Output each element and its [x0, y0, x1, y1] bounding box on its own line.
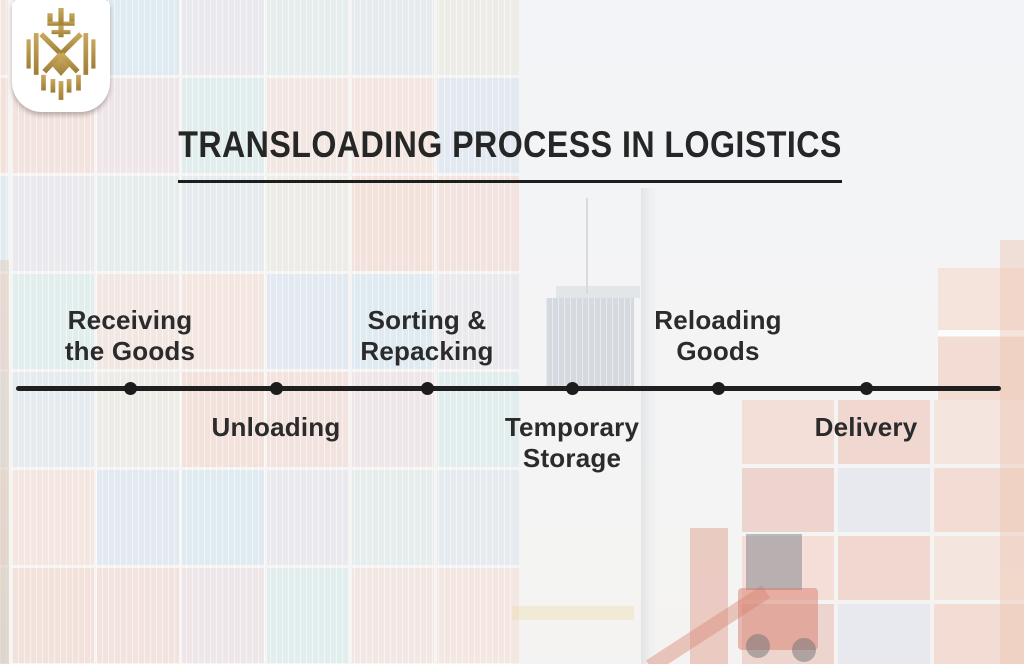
- step-label-temporary-storage: Temporary Storage: [504, 412, 640, 473]
- step-label-delivery: Delivery: [814, 412, 918, 442]
- container-cell: [742, 468, 834, 532]
- crane-mast: [641, 188, 655, 664]
- step-label-reloading-goods: Reloading Goods: [654, 305, 782, 366]
- container-cell: [934, 400, 1024, 464]
- logo-card: [12, 0, 110, 112]
- step-label-sorting-repacking: Sorting & Repacking: [360, 305, 494, 366]
- stacker-cab: [746, 534, 802, 590]
- container-cell: [934, 604, 1024, 664]
- container-cell: [838, 468, 930, 532]
- crane-cable: [586, 198, 588, 294]
- timeline-dot: [711, 382, 725, 395]
- timeline-dot: [859, 382, 873, 395]
- container-cell: [838, 604, 930, 664]
- page-title: TRANSLOADING PROCESS IN LOGISTICS: [178, 124, 842, 165]
- timeline-dot: [123, 382, 137, 395]
- container-edge-right: [1000, 240, 1024, 664]
- container-cell: [838, 400, 930, 464]
- gold-lion-crest-icon: [26, 8, 96, 100]
- title-underline: [178, 180, 842, 183]
- container-cell: [934, 536, 1024, 600]
- container-cell: [838, 536, 930, 600]
- step-label-receiving-the-goods: Receiving the Goods: [64, 305, 196, 366]
- timeline-dot: [565, 382, 579, 395]
- container-cell: [934, 468, 1024, 532]
- wall-edge-shadow: [0, 260, 9, 664]
- yard-building-strip: [512, 606, 634, 620]
- stacker-wheel: [746, 634, 770, 658]
- stacker-lifted-container: [690, 528, 728, 664]
- step-label-unloading: Unloading: [211, 412, 341, 442]
- timeline-dot: [269, 382, 283, 395]
- timeline-dot: [420, 382, 434, 395]
- container-upper-right: [938, 268, 1024, 400]
- container-cell: [742, 400, 834, 464]
- stacker-wheel: [792, 638, 816, 662]
- crane-spreader: [556, 286, 640, 298]
- timeline-line: [16, 386, 1001, 391]
